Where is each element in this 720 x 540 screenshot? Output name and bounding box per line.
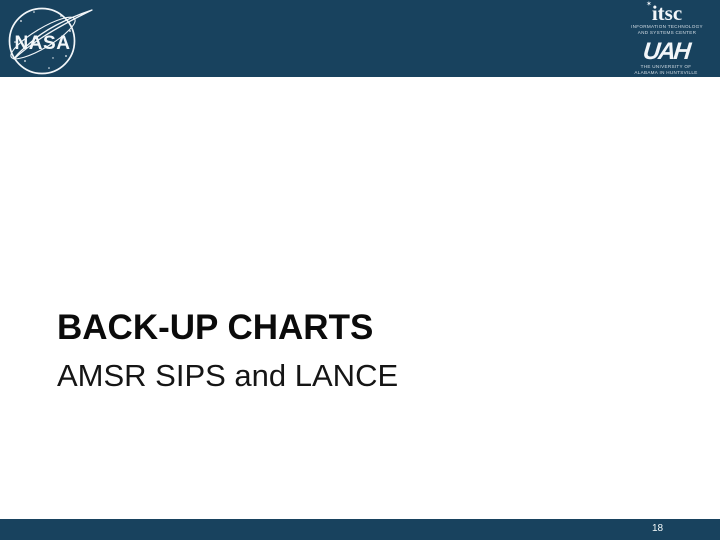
uah-wordmark: UAH xyxy=(641,38,691,65)
uah-logo: UAH THE UNIVERSITY OF ALABAMA IN HUNTSVI… xyxy=(620,38,712,75)
nasa-circle xyxy=(8,7,76,75)
slide-subtitle: AMSR SIPS and LANCE xyxy=(57,358,399,393)
uah-tagline-line2: ALABAMA IN HUNTSVILLE xyxy=(634,69,698,75)
header-bar: NASA ✶ itsc INFORMATION TECHNOLOGY AND S… xyxy=(0,0,720,77)
page-number: 18 xyxy=(652,523,664,534)
nasa-swoosh xyxy=(13,9,93,60)
footer-bar: 18 xyxy=(0,519,720,540)
itsc-wordmark: itsc xyxy=(651,1,683,25)
itsc-tagline-line1: INFORMATION TECHNOLOGY xyxy=(631,24,703,29)
nasa-stars xyxy=(14,11,71,69)
uah-tagline-line1: THE UNIVERSITY OF xyxy=(640,64,692,69)
slide-title: BACK-UP CHARTS xyxy=(57,308,374,347)
nasa-wordmark: NASA xyxy=(15,33,71,54)
itsc-sparkle-icon: ✶ xyxy=(646,1,652,8)
itsc-logo: ✶ itsc INFORMATION TECHNOLOGY AND SYSTEM… xyxy=(624,1,710,35)
itsc-tagline-line2: AND SYSTEMS CENTER xyxy=(637,29,697,35)
nasa-logo-icon: NASA xyxy=(8,7,93,75)
